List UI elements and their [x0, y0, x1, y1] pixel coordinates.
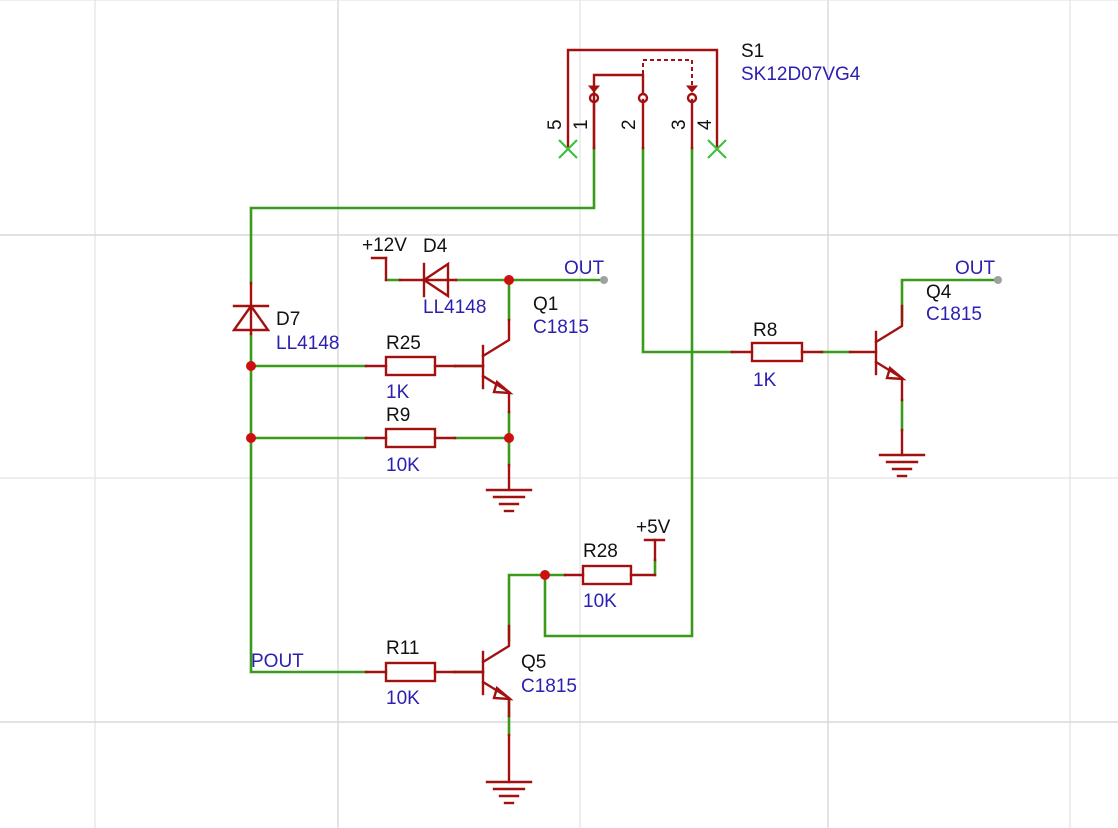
d4-designator: D4 — [423, 236, 448, 257]
switch-s1[interactable]: 5 1 2 3 4 S1 SK12D07VG4 — [545, 41, 861, 159]
no-connect-pin5 — [558, 139, 578, 159]
power-12v-label: +12V — [362, 235, 407, 256]
power-5v-label: +5V — [636, 517, 671, 538]
ground-symbol-q5 — [485, 733, 533, 805]
diode-d4[interactable]: D4 LL4148 — [398, 236, 486, 318]
net-out-2: OUT — [955, 258, 1002, 284]
s1-pin3-label: 3 — [669, 119, 690, 130]
power-12v: +12V — [362, 235, 407, 282]
r8-value: 1K — [753, 370, 777, 391]
power-5v: +5V — [636, 517, 671, 562]
transistor-q4[interactable]: Q4 C1815 — [848, 282, 982, 402]
r25-value: 1K — [386, 382, 410, 403]
junctions — [246, 275, 550, 580]
diode-d7[interactable]: D7 LL4148 — [231, 281, 339, 354]
resistor-r25[interactable]: R25 1K — [364, 333, 457, 403]
r25-designator: R25 — [386, 333, 421, 354]
q1-designator: Q1 — [533, 294, 558, 315]
resistor-r28[interactable]: R28 10K — [563, 541, 657, 612]
net-out-2-label: OUT — [955, 258, 996, 279]
transistor-q1[interactable]: Q1 C1815 — [453, 294, 589, 414]
r9-designator: R9 — [386, 405, 410, 426]
q5-designator: Q5 — [521, 652, 546, 673]
q4-part: C1815 — [926, 304, 982, 325]
net-pout-label: POUT — [251, 651, 304, 672]
transistor-q5[interactable]: Q5 C1815 — [453, 624, 577, 718]
r11-designator: R11 — [386, 638, 419, 659]
r8-designator: R8 — [753, 320, 777, 341]
r11-value: 10K — [386, 688, 420, 709]
s1-pin5-label: 5 — [545, 119, 566, 130]
ground-symbol-q1 — [485, 463, 533, 513]
r28-designator: R28 — [583, 541, 618, 562]
resistor-r11[interactable]: R11 10K — [364, 638, 457, 709]
r28-value: 10K — [583, 591, 617, 612]
r9-value: 10K — [386, 455, 420, 476]
ground-symbol-q4 — [878, 428, 926, 478]
net-out-1-label: OUT — [564, 258, 605, 279]
no-connect-pin4 — [707, 139, 727, 159]
resistor-r9[interactable]: R9 10K — [364, 405, 457, 476]
s1-part: SK12D07VG4 — [741, 64, 861, 85]
s1-designator: S1 — [741, 41, 764, 62]
s1-pin1-label: 1 — [571, 119, 592, 130]
d7-part: LL4148 — [276, 333, 339, 354]
s1-pin2-label: 2 — [619, 119, 640, 130]
q1-part: C1815 — [533, 317, 589, 338]
resistor-r8[interactable]: R8 1K — [730, 320, 824, 391]
net-out-1: OUT — [564, 258, 608, 284]
q4-designator: Q4 — [926, 282, 952, 303]
d7-designator: D7 — [276, 309, 300, 330]
d4-part: LL4148 — [423, 297, 486, 318]
q5-part: C1815 — [521, 676, 577, 697]
s1-pin4-label: 4 — [695, 119, 716, 130]
